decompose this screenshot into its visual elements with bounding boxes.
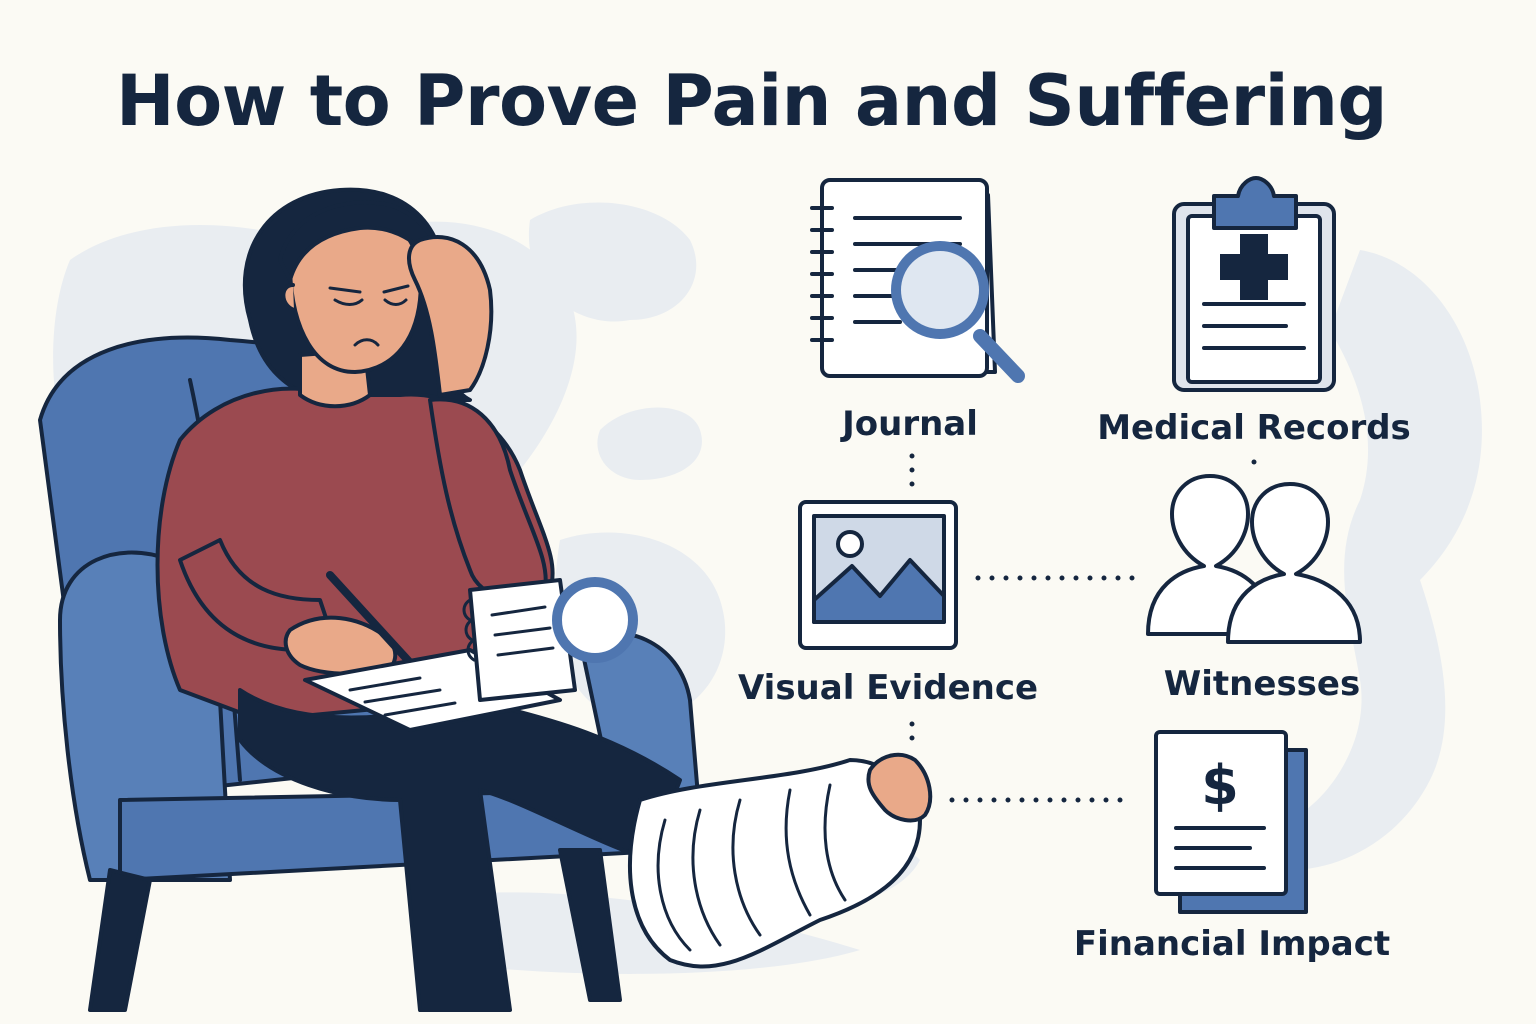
financial-impact-label: Financial Impact <box>1073 924 1391 964</box>
two-people-icon <box>1146 474 1362 644</box>
page-title: How to Prove Pain and Suffering <box>116 60 1388 142</box>
journal-label: Journal <box>842 404 978 444</box>
dollar-document-icon: $ <box>1154 730 1308 914</box>
visual-evidence-label: Visual Evidence <box>737 668 1039 708</box>
witnesses-label: Witnesses <box>1163 664 1361 704</box>
svg-text:$: $ <box>1201 754 1239 817</box>
medical-records-label: Medical Records <box>1097 408 1411 448</box>
woman-figure <box>155 187 933 1012</box>
journal-magnifier-icon <box>810 178 1025 383</box>
connectors <box>909 453 1257 803</box>
photo-icon <box>798 500 958 650</box>
medical-clipboard-icon <box>1172 176 1336 392</box>
